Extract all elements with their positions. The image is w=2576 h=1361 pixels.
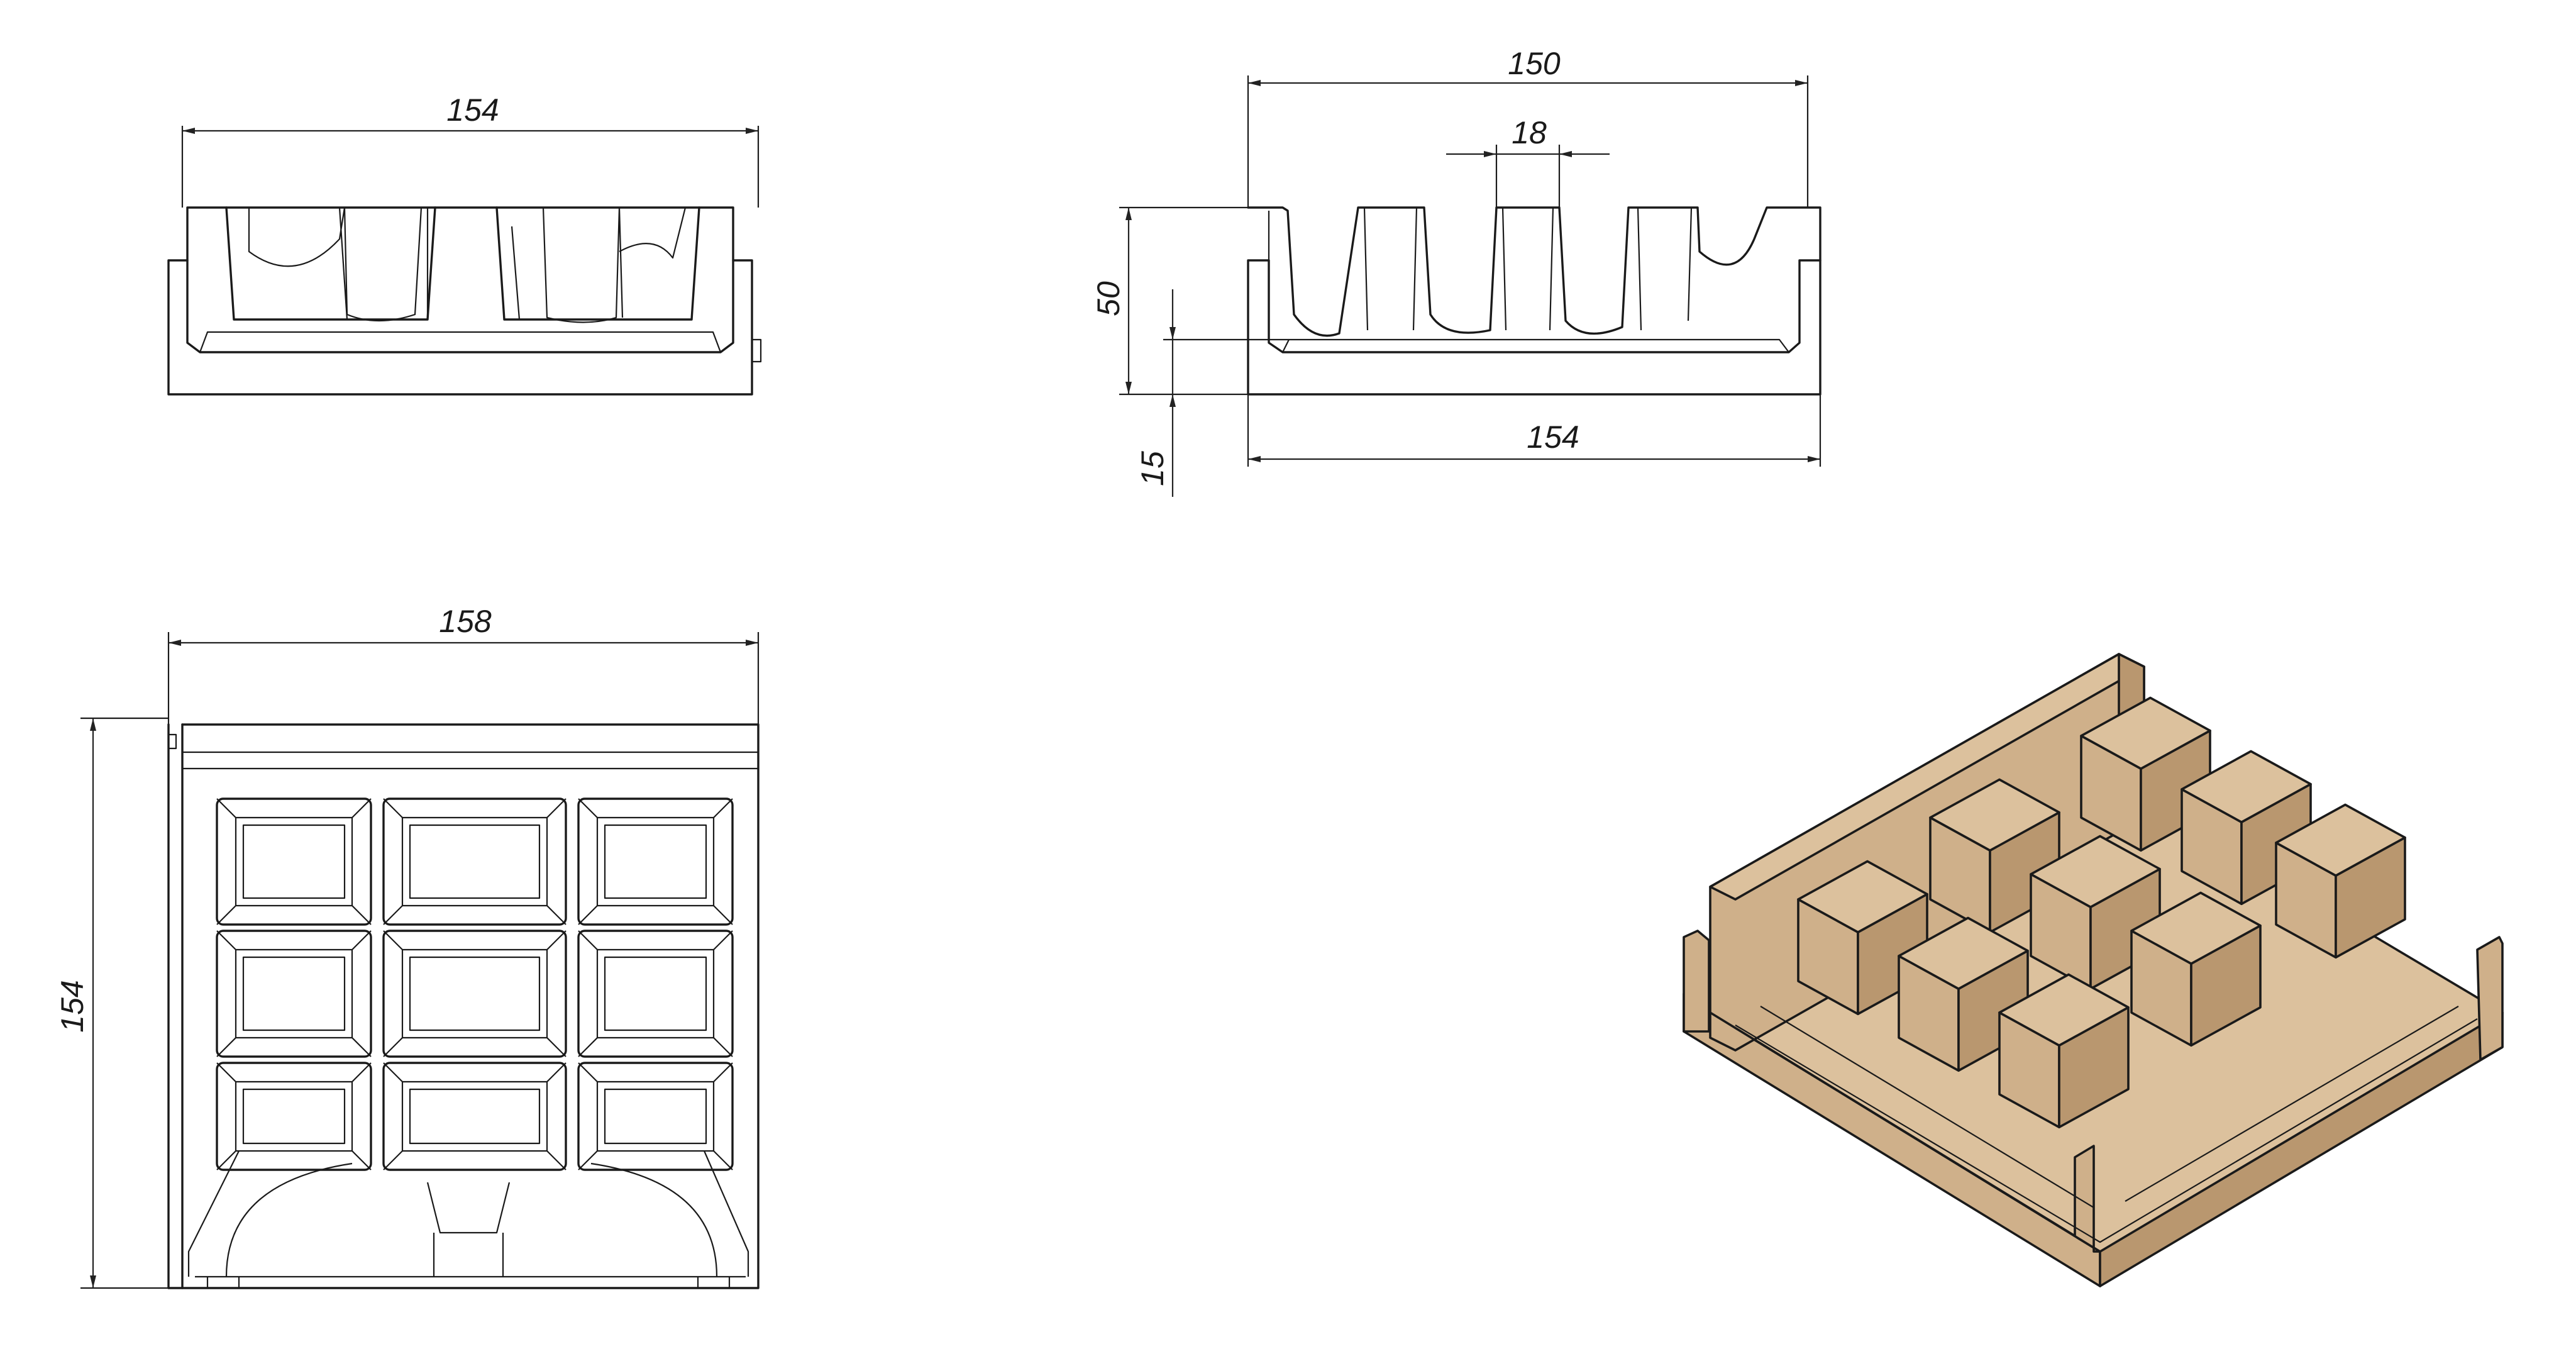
cell-floor bbox=[409, 1088, 541, 1145]
cell-bevel bbox=[713, 1062, 733, 1082]
side-view: 150 18 50 15 154 bbox=[1091, 46, 1821, 497]
cell-outline bbox=[216, 1062, 372, 1171]
cell-floor bbox=[604, 1088, 707, 1145]
block-face-top bbox=[1998, 973, 2130, 1047]
cell-bevel bbox=[383, 1062, 403, 1082]
cell-inner bbox=[235, 816, 353, 907]
block-face-top bbox=[1929, 778, 2060, 852]
side-height-label: 50 bbox=[1091, 281, 1126, 316]
cell-floor bbox=[242, 824, 346, 899]
cell-bevel bbox=[351, 1037, 372, 1057]
cell-outline bbox=[577, 1062, 734, 1171]
cell-bevel bbox=[546, 798, 567, 818]
cell-bevel bbox=[713, 1037, 733, 1057]
cell-outline bbox=[382, 1062, 567, 1171]
cell-bevel bbox=[351, 1062, 372, 1082]
cell-bevel bbox=[216, 1150, 236, 1170]
cell-inner bbox=[401, 1080, 548, 1152]
cell-inner bbox=[235, 948, 353, 1039]
cell-outline bbox=[216, 930, 372, 1058]
cell-bevel bbox=[578, 930, 598, 950]
cell-bevel bbox=[713, 1150, 733, 1170]
block-face-top bbox=[2275, 803, 2406, 877]
cell-bevel bbox=[713, 798, 733, 818]
cell-inner bbox=[401, 948, 548, 1039]
cell-bevel bbox=[383, 930, 403, 950]
cell-bevel bbox=[216, 1037, 236, 1057]
cell-bevel bbox=[713, 930, 733, 950]
cell-bevel bbox=[713, 905, 733, 925]
cell-outline bbox=[382, 930, 567, 1058]
cell-inner bbox=[401, 816, 548, 907]
cell-floor bbox=[242, 956, 346, 1031]
cell-bevel bbox=[351, 1150, 372, 1170]
block-face-top bbox=[2080, 696, 2211, 770]
cell-inner bbox=[596, 816, 715, 907]
cell-bevel bbox=[216, 905, 236, 925]
cell-bevel bbox=[546, 1062, 567, 1082]
front-width-label: 154 bbox=[446, 92, 499, 128]
cell-bevel bbox=[383, 798, 403, 818]
cell-floor bbox=[604, 824, 707, 899]
cell-outline bbox=[577, 797, 734, 926]
cell-bevel bbox=[578, 1037, 598, 1057]
cell-bevel bbox=[216, 798, 236, 818]
cell-outline bbox=[382, 797, 567, 926]
top-depth-label: 154 bbox=[55, 980, 90, 1032]
cell-bevel bbox=[546, 1150, 567, 1170]
block-face-top bbox=[2181, 750, 2312, 824]
cell-inner bbox=[596, 948, 715, 1039]
side-cell-width-label: 18 bbox=[1512, 115, 1547, 150]
cell-floor bbox=[604, 956, 707, 1031]
cell-outline bbox=[216, 797, 372, 926]
side-base-label: 15 bbox=[1135, 451, 1170, 486]
cell-bevel bbox=[351, 798, 372, 818]
cell-bevel bbox=[383, 1150, 403, 1170]
cell-inner bbox=[235, 1080, 353, 1152]
cell-floor bbox=[242, 1088, 346, 1145]
cell-bevel bbox=[383, 1037, 403, 1057]
top-view: 158 154 bbox=[55, 604, 760, 1289]
cell-bevel bbox=[578, 1150, 598, 1170]
side-top-width-label: 150 bbox=[1508, 46, 1561, 81]
side-bottom-width-label: 154 bbox=[1527, 419, 1579, 455]
top-width-label: 158 bbox=[439, 604, 492, 639]
front-view: 154 bbox=[167, 92, 762, 396]
cell-bevel bbox=[578, 798, 598, 818]
cell-floor bbox=[409, 824, 541, 899]
cell-bevel bbox=[578, 905, 598, 925]
cell-bevel bbox=[578, 1062, 598, 1082]
cell-bevel bbox=[546, 905, 567, 925]
cell-bevel bbox=[216, 930, 236, 950]
cell-floor bbox=[409, 956, 541, 1031]
cell-bevel bbox=[216, 1062, 236, 1082]
cell-bevel bbox=[351, 930, 372, 950]
block-face-top bbox=[2130, 891, 2262, 965]
cell-bevel bbox=[351, 905, 372, 925]
cell-outline bbox=[577, 930, 734, 1058]
cell-bevel bbox=[383, 905, 403, 925]
cell-bevel bbox=[546, 1037, 567, 1057]
cell-bevel bbox=[546, 930, 567, 950]
block-face-top bbox=[1898, 916, 2029, 991]
block-face-top bbox=[1797, 860, 1928, 934]
cell-inner bbox=[596, 1080, 715, 1152]
block-face-top bbox=[2030, 835, 2161, 909]
isometric-view bbox=[1683, 653, 2504, 1287]
